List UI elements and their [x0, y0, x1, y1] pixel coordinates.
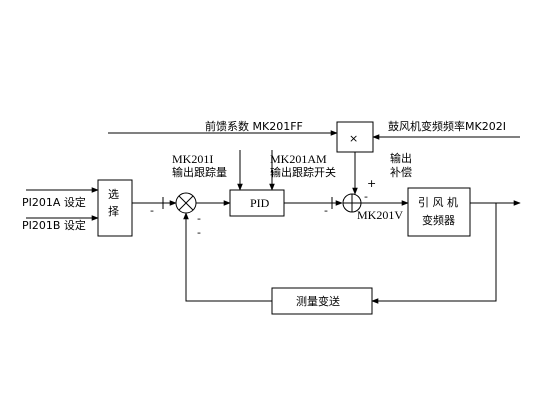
mk201i-label: MK201I: [172, 152, 213, 166]
sum1-fb-sign-2: -: [197, 226, 201, 239]
mk201i-desc: 输出跟踪量: [172, 165, 227, 179]
sum2-in-sign: -: [324, 204, 328, 217]
mk201v-label: MK201V: [357, 208, 403, 222]
measure-label: 测量变送: [296, 294, 340, 308]
output-comp-label-2: 补偿: [390, 165, 412, 179]
sum1-fb-sign-1: -: [197, 212, 201, 225]
select-block: [97, 179, 133, 237]
multiplier-block: [336, 121, 374, 153]
pid-label: PID: [250, 196, 270, 210]
summing-junction-1: [175, 192, 197, 214]
measure-block: [271, 287, 373, 315]
feedback-left-line: [183, 212, 272, 302]
select-label-2: 择: [108, 204, 119, 218]
feedforward-label: 前馈系数 MK201FF: [205, 119, 303, 133]
sum1-in-sign: -: [150, 204, 154, 217]
mk201am-label: MK201AM: [270, 152, 327, 166]
multiplier-symbol: ×: [349, 132, 358, 145]
select-label-1: 选: [108, 188, 119, 201]
inverter-label-2: 变频器: [422, 213, 455, 227]
inverter-label-1: 引 风 机: [418, 195, 458, 209]
sum2-plus-sign: +: [367, 177, 376, 190]
pi201b-label: PI201B 设定: [22, 218, 86, 232]
sum2-minus-sign: -: [364, 190, 368, 203]
pi201a-label: PI201A 设定: [22, 195, 86, 209]
inverter-block: [407, 187, 471, 237]
output-comp-label-1: 输出: [390, 151, 412, 165]
feedback-right-line: [371, 203, 497, 304]
blower-freq-label: 鼓风机变频频率MK202I: [388, 119, 506, 133]
mk201am-desc: 输出跟踪开关: [270, 165, 336, 179]
pid-block: [229, 189, 285, 217]
